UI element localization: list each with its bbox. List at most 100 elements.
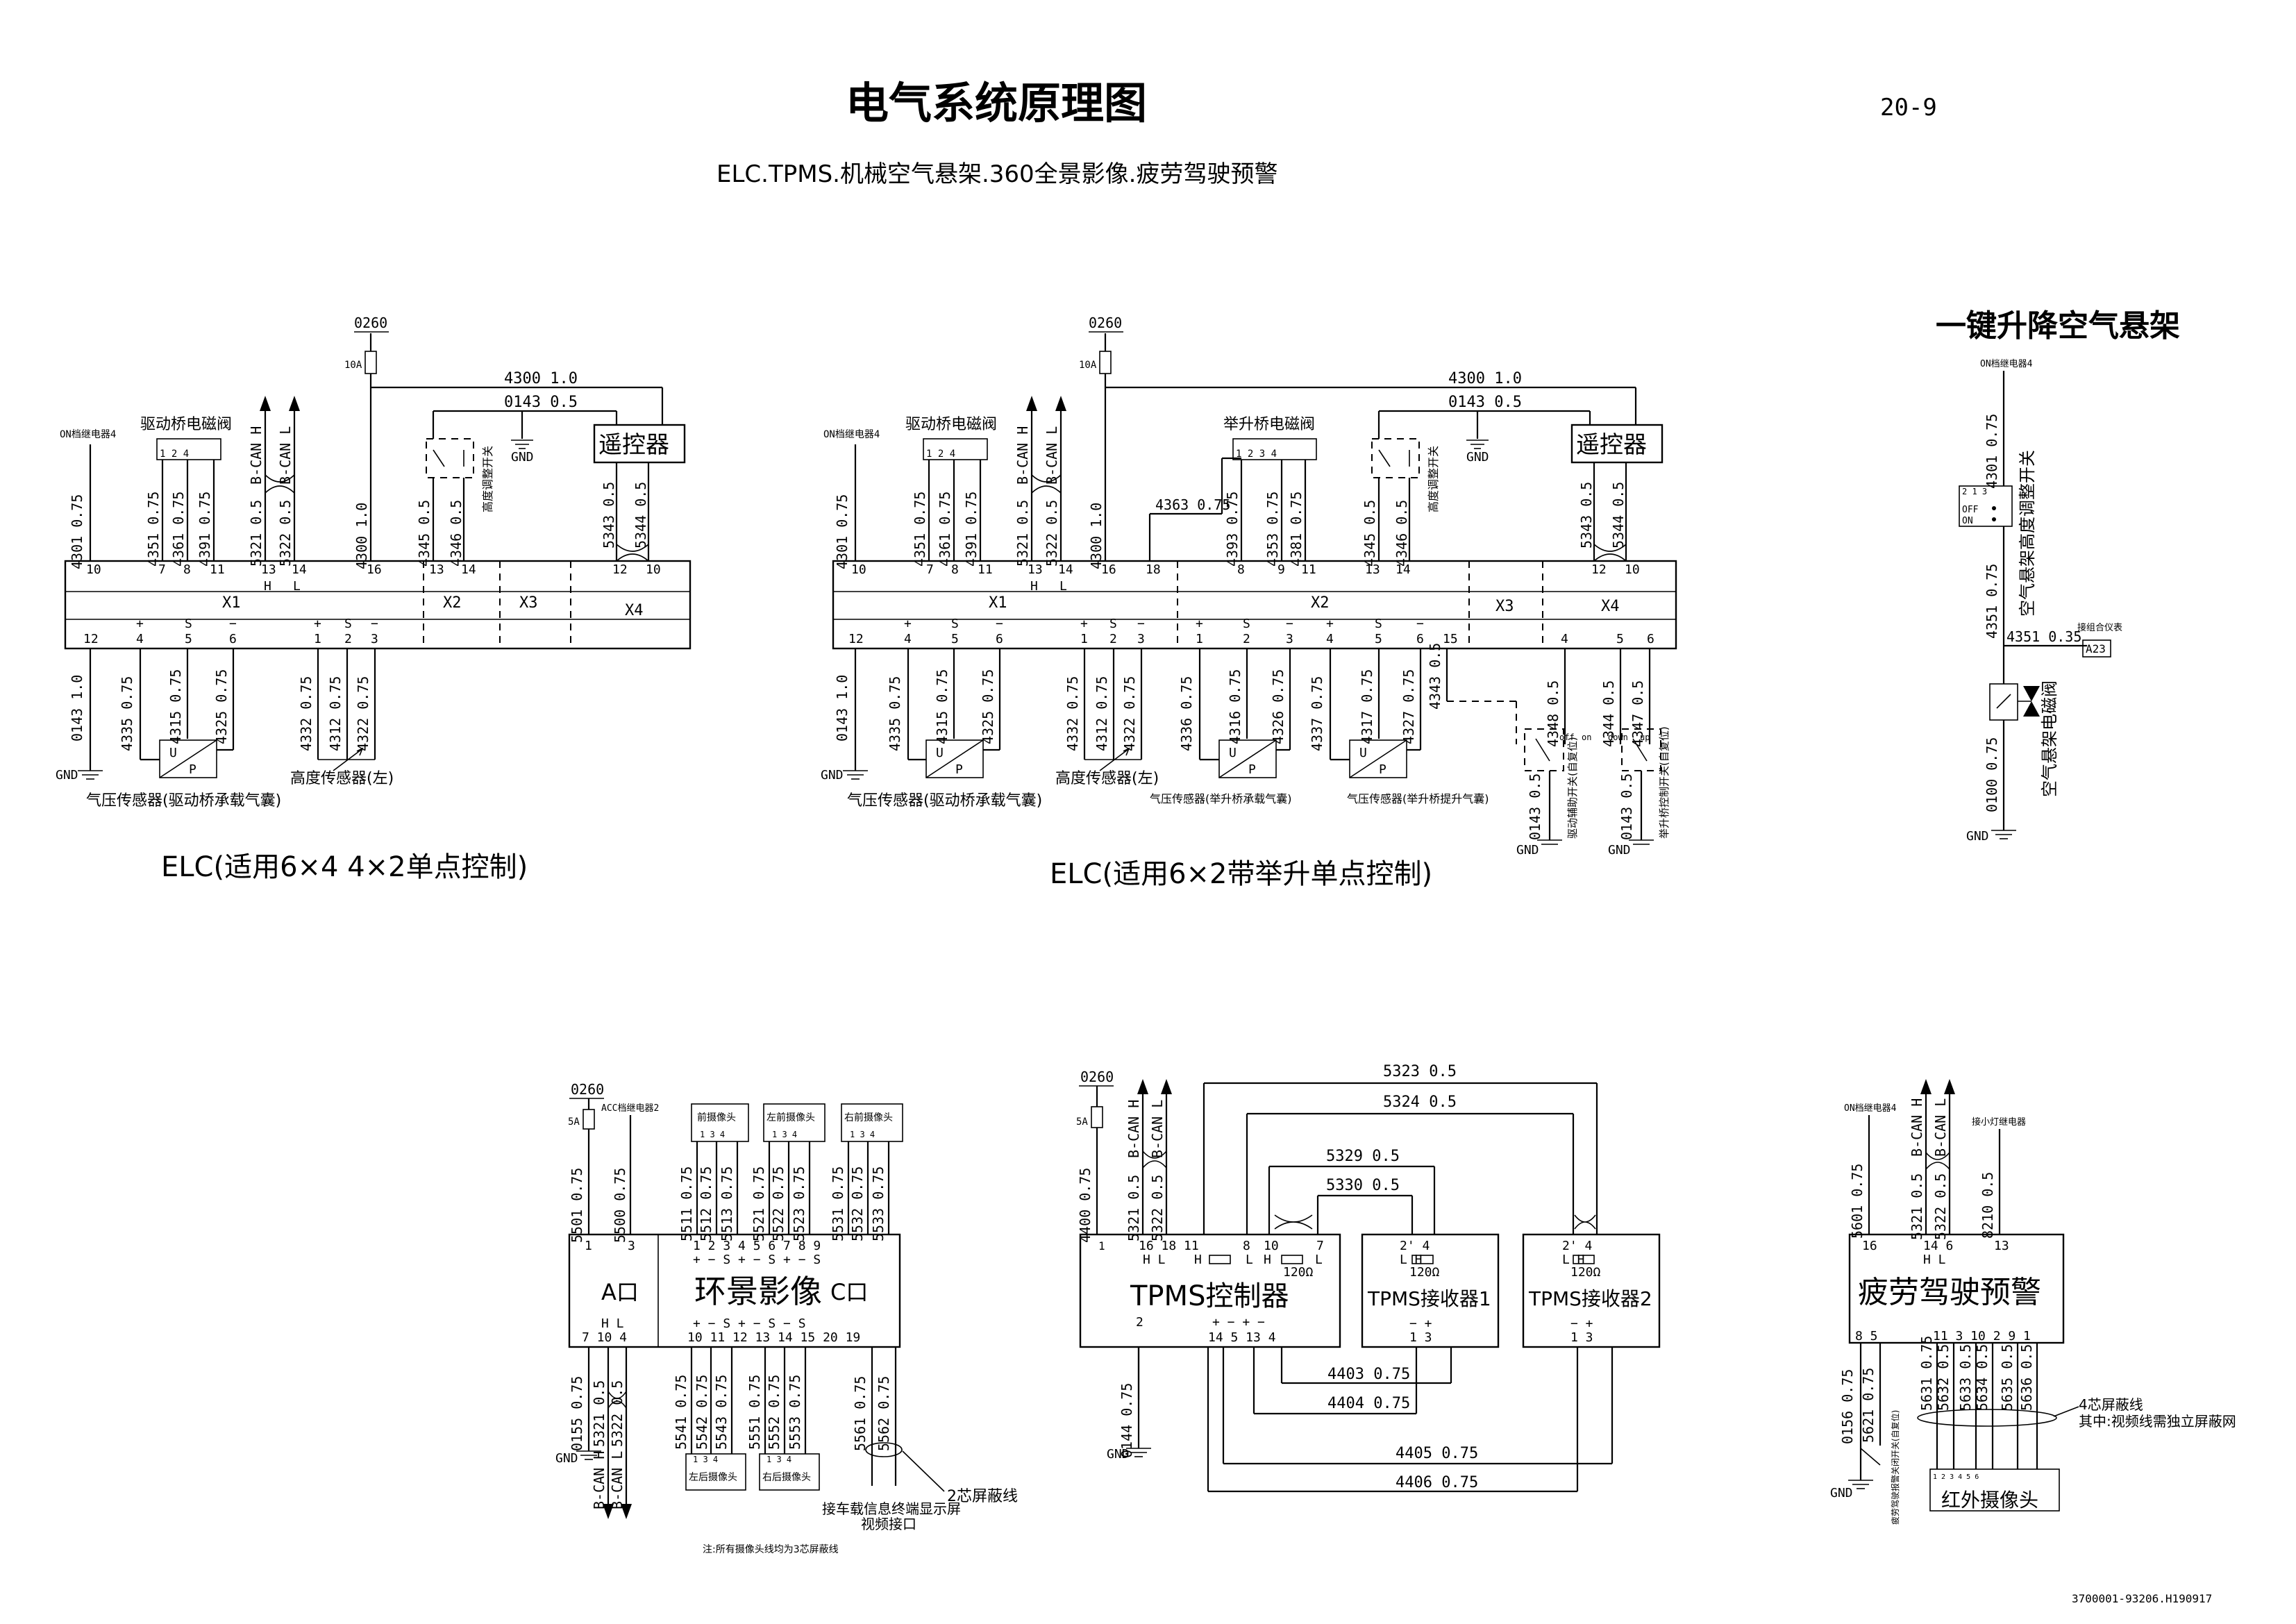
svg-text:B-CAN H: B-CAN H [1125,1100,1142,1158]
elc1-bcan-h: B-CAN H [248,426,265,485]
svg-text:+: + [314,617,321,631]
elc2-drive-valve: 驱动桥电磁阀 [905,416,997,433]
svg-text:4346 0.5: 4346 0.5 [448,500,464,567]
svg-text:H: H [1264,1253,1271,1267]
svg-text:P: P [189,762,196,777]
fatigue-lamp-relay: 接小灯继电器 [1972,1116,2026,1128]
svg-text:4381 0.75: 4381 0.75 [1288,492,1305,567]
svg-text:8210 0.5: 8210 0.5 [1979,1172,1996,1239]
air-susp-w4351a: 4351 0.75 [1984,564,2000,639]
svg-text:5552 0.75: 5552 0.75 [766,1375,782,1450]
svg-text:S: S [1243,617,1250,631]
fatigue-diagram: ON档继电器4 5601 0.75 B-CAN H B-CAN L 5321 0… [1830,1079,2236,1525]
elc1-w4300: 4300 1.0 [504,370,578,387]
svg-text:−: − [371,617,378,631]
elc1-sensor-height: 高度传感器(左) [290,770,394,787]
svg-text:2 1 3: 2 1 3 [1962,487,1987,496]
svg-text:5553 0.75: 5553 0.75 [787,1375,803,1450]
tpms-rx1: TPMS接收器1 [1367,1287,1491,1310]
svg-text:5501 0.75: 5501 0.75 [569,1168,585,1243]
svg-text:S: S [185,617,192,631]
svg-text:−: − [229,617,237,631]
air-susp-w4301: 4301 0.75 [1984,414,2000,489]
elc2-caption: ELC(适用6×2带举升单点控制) [1050,858,1432,890]
tpms-controller-box [1079,1233,1341,1348]
svg-text:B-CAN L: B-CAN L [1932,1098,1949,1157]
svg-text:5500 0.75: 5500 0.75 [612,1168,628,1243]
surround-shield2: 2芯屏蔽线 [947,1488,1018,1505]
svg-text:H: H [1030,579,1038,594]
fatigue-box [1848,1233,2065,1344]
svg-text:3: 3 [371,632,378,646]
svg-text:1 2 4: 1 2 4 [926,449,955,460]
svg-text:S: S [1375,617,1382,631]
elc2-sensor-lift-up: 气压传感器(举升桥提升气囊) [1347,792,1489,805]
svg-text:4: 4 [904,632,912,646]
svg-text:16: 16 [1101,562,1116,577]
svg-text:4326 0.75: 4326 0.75 [1270,669,1287,744]
elc1-w0143: 0143 0.5 [504,394,578,411]
svg-text:3: 3 [628,1239,635,1253]
sheet-subtitle: ELC.TPMS.机械空气悬架.360全景影像.疲劳驾驶预警 [717,160,1277,188]
elc1-caption: ELC(适用6×4 4×2单点控制) [161,851,528,883]
svg-text:5324 0.5: 5324 0.5 [1383,1094,1457,1111]
svg-text:5635 0.5: 5635 0.5 [1999,1344,2016,1411]
svg-text:5523 0.75: 5523 0.75 [791,1166,807,1241]
svg-text:P: P [1248,762,1256,777]
svg-text:15: 15 [1443,632,1458,646]
elc1-fuse: 10A [344,360,362,371]
svg-text:0143 0.5: 0143 0.5 [1618,773,1635,840]
footer-code: 3700001-93206.H190917 [2072,1592,2212,1605]
surround-port-c: C口 [830,1279,868,1305]
svg-text:7: 7 [1316,1239,1324,1253]
svg-text:GND: GND [1516,843,1539,857]
svg-text:14: 14 [461,562,476,577]
svg-text:10: 10 [1625,562,1640,577]
svg-text:8: 8 [1243,1239,1250,1253]
svg-text:GND: GND [555,1451,578,1466]
fatigue-title: 疲劳驾驶预警 [1858,1275,2041,1310]
svg-text:ON档继电器4: ON档继电器4 [1980,359,2033,369]
svg-text:120Ω: 120Ω [1409,1265,1440,1280]
svg-text:+: + [904,617,912,631]
svg-text:1 3 4: 1 3 4 [693,1455,718,1464]
elc2-lift-valve: 举升桥电磁阀 [1223,416,1315,433]
svg-text:10: 10 [1264,1239,1279,1253]
svg-text:0143 1.0: 0143 1.0 [69,675,85,742]
svg-text:H L: H L [1923,1253,1946,1267]
svg-text:1: 1 [1080,632,1088,646]
svg-text:4351 0.75: 4351 0.75 [912,492,928,567]
svg-text:+: + [1326,617,1334,631]
svg-text:4: 4 [1326,632,1334,646]
surround-cam-lf: 左前摄像头 [766,1112,815,1123]
svg-text:1: 1 [1196,632,1203,646]
svg-text:5631 0.75: 5631 0.75 [1918,1336,1935,1411]
svg-text:1 2 3 4: 1 2 3 4 [1236,449,1277,460]
elc1-remote-label: 遥控器 [598,431,669,459]
svg-text:4312 0.75: 4312 0.75 [1093,676,1110,751]
svg-text:16: 16 [1862,1239,1877,1253]
svg-text:12: 12 [1591,562,1607,577]
svg-text:5321 0.5: 5321 0.5 [1125,1175,1142,1241]
svg-text:1 3: 1 3 [1570,1330,1593,1345]
svg-text:on: on [1582,733,1591,742]
svg-text:4347 0.5: 4347 0.5 [1629,680,1646,747]
elc2-sw-lift-ctrl: 举升桥控制开关(自复位) [1658,726,1670,839]
elc2-x2: X2 [1311,594,1330,612]
svg-text:10: 10 [851,562,866,577]
svg-text:5522 0.75: 5522 0.75 [770,1166,787,1241]
svg-text:5541 0.75: 5541 0.75 [673,1375,689,1450]
svg-text:9: 9 [1277,562,1285,577]
fatigue-sw-label: 疲劳驾驶报警关闭开关(自复位) [1890,1410,1900,1525]
elc2-remote-label: 遥控器 [1576,431,1647,459]
svg-text:1: 1 [585,1239,592,1253]
svg-text:2: 2 [344,632,352,646]
tpms-rx2-box [1522,1233,1661,1348]
svg-text:5322 0.5: 5322 0.5 [609,1380,626,1447]
svg-text:4351 0.75: 4351 0.75 [145,492,162,567]
elc1-bcan-l: B-CAN L [277,426,294,485]
svg-text:5521 0.75: 5521 0.75 [751,1166,767,1241]
svg-text:S: S [344,617,352,631]
svg-text:+: + [1080,617,1088,631]
